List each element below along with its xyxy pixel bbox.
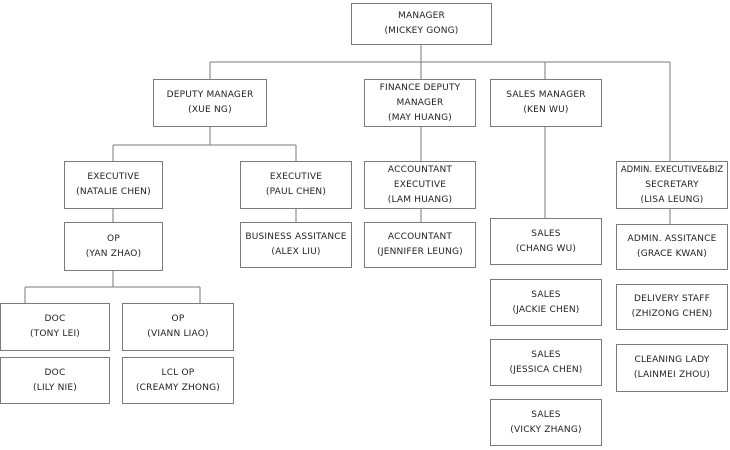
- node-title: SALES: [531, 409, 561, 420]
- node-title: EXECUTIVE: [87, 172, 140, 182]
- node-title: DOC: [44, 367, 66, 378]
- node-name: (JESSICA CHEN): [509, 364, 583, 375]
- org-node-sales-vicky: SALES (VICKY ZHANG): [490, 399, 602, 446]
- node-name: (JACKIE CHEN): [512, 304, 580, 315]
- node-title: LCL OP: [161, 367, 195, 378]
- org-node-sales-chang: SALES (CHANG WU): [490, 218, 602, 265]
- node-title: ADMIN. ASSITANCE: [627, 234, 717, 244]
- node-name: (XUE NG): [188, 105, 232, 115]
- node-name: (VICKY ZHANG): [510, 424, 582, 435]
- node-name: (ALEX LIU): [271, 247, 321, 257]
- org-node-business-assitance: BUSINESS ASSITANCE (ALEX LIU): [240, 222, 352, 268]
- node-title: SALES: [531, 228, 561, 239]
- node-title: EXECUTIVE: [393, 179, 447, 190]
- org-node-admin-assitance: ADMIN. ASSITANCE (GRACE KWAN): [616, 224, 728, 270]
- node-title: EXECUTIVE: [269, 172, 323, 182]
- node-name: (GRACE KWAN): [637, 249, 707, 259]
- node-title: OP: [171, 314, 185, 324]
- org-node-doc-tony: DOC (TONY LEI): [0, 303, 110, 351]
- org-node-finance-deputy-manager: FINANCE DEPUTY MANAGER (MAY HUANG): [364, 79, 476, 127]
- node-title: CLEANING LADY: [634, 355, 710, 365]
- org-node-delivery-staff: DELIVERY STAFF (ZHIZONG CHEN): [616, 284, 728, 330]
- node-title: OP: [107, 233, 120, 244]
- node-title: SALES MANAGER: [506, 90, 586, 100]
- node-name: (MICKEY GONG): [384, 26, 459, 36]
- org-node-op-yan: OP (YAN ZHAO): [64, 222, 163, 271]
- node-title: SECRETARY: [645, 179, 699, 190]
- node-name: (PAUL CHEN): [265, 187, 327, 197]
- node-title: BUSINESS ASSITANCE: [245, 232, 347, 242]
- org-node-sales-jessica: SALES (JESSICA CHEN): [490, 339, 602, 386]
- node-name: (LAM HUANG): [387, 194, 453, 205]
- node-name: (VIANN LIAO): [147, 329, 209, 339]
- org-node-accountant-executive: ACCOUNTANT EXECUTIVE (LAM HUANG): [364, 161, 476, 209]
- node-title: ACCOUNTANT: [387, 164, 453, 175]
- node-name: (CHANG WU): [515, 243, 577, 254]
- node-title: SALES: [531, 349, 561, 360]
- org-node-executive-natalie: EXECUTIVE (NATALIE CHEN): [64, 161, 163, 209]
- node-title: SALES: [531, 289, 561, 300]
- node-name: (TONY LEI): [29, 329, 81, 339]
- node-title: MANAGER: [396, 97, 444, 108]
- node-title: ADMIN. EXECUTIVE&BIZ: [620, 164, 724, 175]
- org-node-doc-lily: DOC (LILY NIE): [0, 357, 110, 404]
- node-title: DEPUTY MANAGER: [166, 90, 254, 100]
- org-node-deputy-manager: DEPUTY MANAGER (XUE NG): [153, 79, 267, 127]
- node-name: (LAINMEI ZHOU): [633, 370, 711, 380]
- org-node-executive-paul: EXECUTIVE (PAUL CHEN): [240, 161, 352, 209]
- org-node-manager: MANAGER (MICKEY GONG): [351, 3, 492, 45]
- org-node-op-viann: OP (VIANN LIAO): [122, 303, 234, 351]
- node-title: MANAGER: [398, 11, 445, 21]
- node-name: (LILY NIE): [33, 382, 77, 393]
- node-name: (CREAMY ZHONG): [135, 382, 221, 393]
- node-name: (ZHIZONG CHEN): [631, 309, 713, 319]
- node-title: FINANCE DEPUTY: [379, 82, 461, 93]
- org-node-sales-jackie: SALES (JACKIE CHEN): [490, 279, 602, 326]
- node-name: (MAY HUANG): [387, 112, 453, 123]
- org-node-admin-executive: ADMIN. EXECUTIVE&BIZ SECRETARY (LISA LEU…: [616, 161, 728, 209]
- org-node-cleaning-lady: CLEANING LADY (LAINMEI ZHOU): [616, 344, 728, 392]
- org-node-sales-manager: SALES MANAGER (KEN WU): [490, 79, 602, 127]
- node-name: (YAN ZHAO): [85, 248, 142, 259]
- node-name: (JENNIFER LEUNG): [377, 247, 463, 257]
- node-name: (KEN WU): [523, 105, 569, 115]
- node-title: DELIVERY STAFF: [634, 294, 710, 304]
- node-title: ACCOUNTANT: [387, 232, 453, 242]
- org-node-accountant: ACCOUNTANT (JENNIFER LEUNG): [364, 222, 476, 268]
- node-name: (NATALIE CHEN): [76, 187, 151, 197]
- node-title: DOC: [44, 314, 66, 324]
- org-node-lcl-op: LCL OP (CREAMY ZHONG): [122, 357, 234, 404]
- node-name: (LISA LEUNG): [640, 194, 704, 205]
